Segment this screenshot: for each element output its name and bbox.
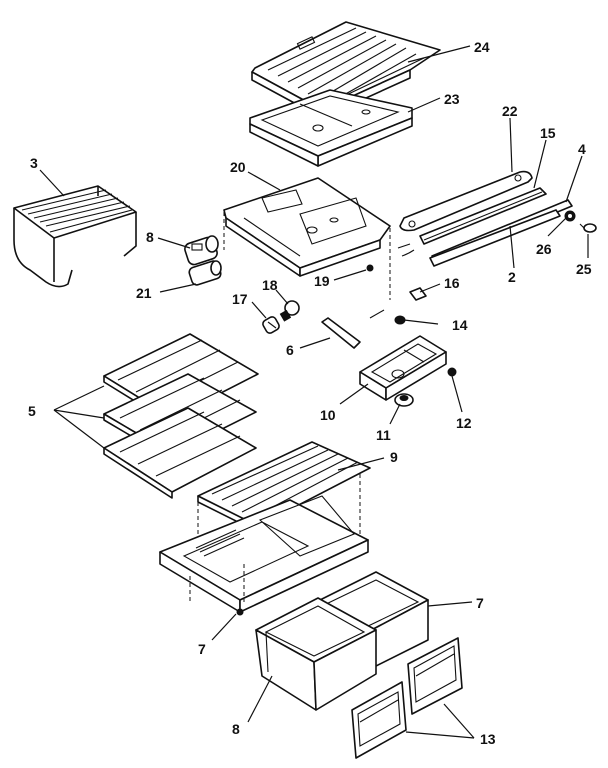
part-13-drawer-front-b	[407, 637, 463, 715]
callout-7-left: 8	[232, 721, 240, 737]
part-16-clip	[409, 287, 427, 301]
callout-15: 15	[540, 125, 556, 141]
part-1-rail	[429, 209, 561, 267]
part-11-control-knob	[394, 393, 414, 407]
part-7-crisper-drawer-left	[255, 597, 377, 711]
callout-16: 16	[444, 275, 460, 291]
part-10-control-housing	[359, 335, 447, 401]
part-13-drawer-front-a	[351, 681, 407, 759]
callout-labels: 24 23 22 15 4 2 26 25 3 20 8 21 19 18 17…	[28, 39, 592, 747]
callout-8: 8	[146, 229, 154, 245]
callout-14: 14	[452, 317, 468, 333]
callout-23: 23	[444, 91, 460, 107]
part-15-rail	[419, 187, 547, 245]
part-19-screw	[366, 264, 374, 272]
part-20-control-panel	[223, 177, 391, 300]
callout-7-right: 7	[476, 595, 484, 611]
callout-12: 12	[456, 415, 472, 431]
part-18-light-bulb	[279, 300, 300, 322]
callout-11: 11	[376, 427, 391, 443]
callout-20: 20	[230, 159, 246, 175]
callout-19: 19	[314, 273, 330, 289]
callout-1: 2	[508, 269, 516, 285]
part-26-washer	[564, 210, 576, 222]
leader-lines	[39, 45, 589, 739]
callout-24: 24	[474, 39, 490, 55]
callout-4: 5	[28, 403, 36, 419]
callout-26: 26	[536, 241, 552, 257]
part-12-screw	[447, 367, 457, 377]
part-21-damper-base	[188, 260, 222, 286]
part-25-screw	[579, 223, 597, 233]
part-5-bracket	[321, 309, 385, 349]
part-2-wire-rack	[13, 185, 137, 288]
callout-10: 10	[320, 407, 336, 423]
part-6-crisper-frame	[159, 495, 369, 616]
callout-18: 18	[262, 277, 278, 293]
part-17-lamp-socket	[262, 316, 280, 334]
part-4-shelves	[103, 333, 259, 499]
part-22-long-rail	[399, 170, 533, 232]
callout-2: 3	[30, 155, 38, 171]
callout-3: 4	[578, 141, 586, 157]
callout-13: 13	[480, 731, 496, 747]
callout-22: 22	[502, 103, 518, 119]
part-14-thermostat-knob	[394, 315, 406, 325]
callout-9: 9	[390, 449, 398, 465]
part-23-top-tray	[249, 89, 413, 167]
part-8-damper	[184, 235, 219, 266]
callout-6: 7	[198, 641, 206, 657]
callout-25: 25	[576, 261, 592, 277]
callout-5: 6	[286, 342, 294, 358]
callout-17: 17	[232, 291, 248, 307]
callout-21: 21	[136, 285, 152, 301]
